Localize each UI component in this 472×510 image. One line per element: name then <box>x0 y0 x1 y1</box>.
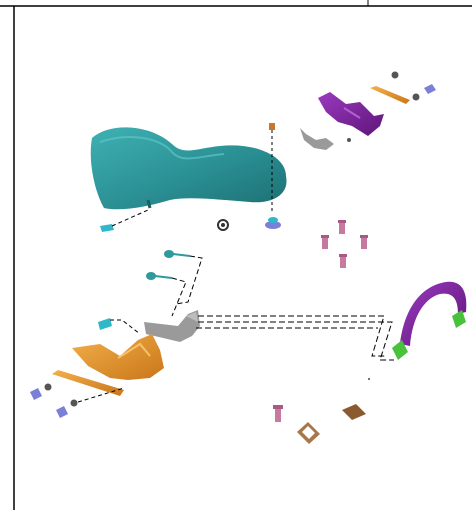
mounting-bolts <box>146 250 203 317</box>
upper-gray-bracket <box>300 128 351 150</box>
lower-orange-bracket <box>72 334 164 380</box>
upper-orange-strip <box>370 86 410 104</box>
lower-hardware <box>30 383 125 418</box>
seat-fastener <box>217 219 229 231</box>
screw-set <box>321 220 368 268</box>
lower-gray-bracket <box>144 310 200 342</box>
seat-stud-assembly <box>265 123 281 229</box>
grab-handle <box>392 281 467 360</box>
bottom-parts <box>273 378 370 444</box>
upper-trim-panel <box>318 92 384 136</box>
lower-orange-strip <box>52 370 124 396</box>
seat-clip-left <box>100 209 149 232</box>
handle-leader-lines <box>196 315 394 361</box>
lower-clip <box>98 318 141 335</box>
upper-hardware <box>391 71 436 101</box>
seat-cushion <box>90 127 287 210</box>
